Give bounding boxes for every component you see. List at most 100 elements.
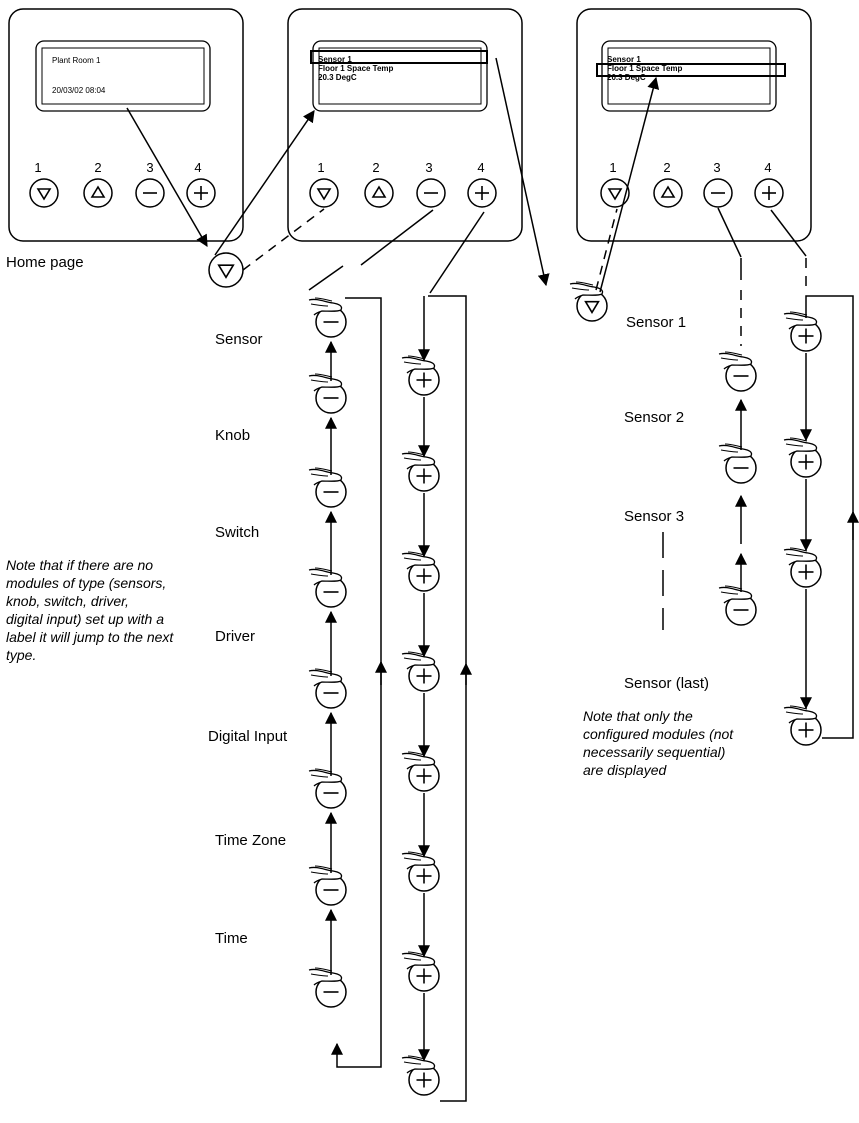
finger-press-icon xyxy=(401,1055,436,1074)
finger-crease xyxy=(314,297,333,302)
finger-press-icon xyxy=(569,281,604,300)
plus-icon xyxy=(416,868,432,884)
triangle-up-icon xyxy=(90,185,106,198)
panel1-plus-button xyxy=(186,178,216,208)
panel2-highlight-line1 xyxy=(310,50,488,64)
menu-label-time-zone: Time Zone xyxy=(215,832,287,849)
plus-press-6 xyxy=(401,851,440,892)
finger-outline xyxy=(783,312,818,330)
menu-label-time: Time xyxy=(215,930,248,947)
finger-crease xyxy=(310,379,329,383)
panel3-minus-button xyxy=(703,178,733,208)
button-ring xyxy=(600,178,630,208)
minus-press-5 xyxy=(308,668,347,709)
triangle-up-icon xyxy=(660,185,676,198)
note-left-line: type. xyxy=(6,647,37,663)
plus-button xyxy=(408,460,440,492)
plus-press-8 xyxy=(401,1055,440,1096)
minus-loop-return xyxy=(331,297,382,1068)
button-ring xyxy=(83,178,113,208)
link-panel3-minus xyxy=(717,207,742,258)
triangle-down-icon xyxy=(36,188,52,201)
plus-icon xyxy=(416,568,432,584)
finger-outline xyxy=(569,282,604,300)
finger-crease xyxy=(310,871,329,875)
plus-press-2 xyxy=(401,451,440,492)
plus-icon xyxy=(798,328,814,344)
panel2-minus-button xyxy=(416,178,446,208)
dashed-link-panel3-button1 xyxy=(595,208,618,291)
plus-icon xyxy=(798,722,814,738)
panel2-button-3-number: 3 xyxy=(425,160,433,175)
finger-crease xyxy=(575,281,594,286)
sensor-down-press xyxy=(569,281,608,322)
finger-crease xyxy=(403,457,422,461)
finger-crease xyxy=(785,443,804,447)
panel3-up-button xyxy=(653,178,683,208)
panel1-up-button xyxy=(83,178,113,208)
panel3-button-2-number: 2 xyxy=(663,160,671,175)
finger-press-icon xyxy=(308,567,343,586)
finger-crease xyxy=(571,287,590,291)
panel1-minus-button xyxy=(135,178,165,208)
finger-crease xyxy=(310,473,329,477)
plus-icon xyxy=(798,454,814,470)
finger-outline xyxy=(308,468,343,486)
triangle-down-icon xyxy=(316,188,332,201)
panel3-down-button xyxy=(600,178,630,208)
finger-press-icon xyxy=(783,311,818,330)
finger-outline xyxy=(308,374,343,392)
sensor-minus-press-1 xyxy=(718,351,757,392)
sensor-label-1: Sensor 1 xyxy=(626,314,687,331)
finger-outline xyxy=(308,298,343,316)
finger-press-icon xyxy=(308,297,343,316)
arrow-panel2-to-sensor-menu xyxy=(495,57,550,287)
finger-crease xyxy=(724,351,743,356)
plus-icon xyxy=(416,668,432,684)
menu-label-switch: Switch xyxy=(215,524,260,541)
finger-outline xyxy=(718,586,753,604)
triangle-down-icon xyxy=(584,300,600,314)
panel1-lcd-line2: 20/03/02 08:04 xyxy=(52,86,106,95)
arrow-panel1-to-down xyxy=(126,107,208,248)
plus-press-1 xyxy=(401,355,440,396)
finger-crease xyxy=(403,1061,422,1065)
plus-press-5 xyxy=(401,751,440,792)
finger-outline xyxy=(783,438,818,456)
arrow-down-to-panel2 xyxy=(214,110,315,256)
finger-outline xyxy=(718,444,753,462)
finger-crease xyxy=(403,657,422,661)
panel1-button-2-number: 2 xyxy=(94,160,102,175)
note-left: Note that if there are no modules of typ… xyxy=(6,556,173,664)
triangle-down-icon xyxy=(607,188,623,201)
button-ring xyxy=(653,178,683,208)
panel2-up-button xyxy=(364,178,394,208)
note-left-line: modules of type (sensors, xyxy=(6,575,167,591)
panel1-lcd-screen xyxy=(41,47,205,105)
sensor-plus-press-4 xyxy=(783,705,822,746)
finger-press-icon xyxy=(783,705,818,724)
menu-label-digital-input: Digital Input xyxy=(208,728,288,745)
panel3-lcd-line1: Sensor 1 xyxy=(607,55,641,64)
link-minus-start xyxy=(308,265,344,291)
note-right-line: Note that only the xyxy=(583,708,693,724)
plus-icon xyxy=(416,1072,432,1088)
minus-button xyxy=(315,874,347,906)
finger-press-icon xyxy=(308,467,343,486)
finger-crease xyxy=(310,303,329,307)
panel3-highlight-line2 xyxy=(596,63,786,77)
finger-crease xyxy=(403,757,422,761)
triangle-down-icon xyxy=(217,264,235,279)
panel1-lcd-line1: Plant Room 1 xyxy=(52,56,101,65)
minus-press-6 xyxy=(308,768,347,809)
panel3-lcd-line3: 20.3 DegC xyxy=(607,73,646,82)
panel3-button-1-number: 1 xyxy=(609,160,617,175)
finger-crease xyxy=(720,591,739,595)
menu-label-sensor: Sensor xyxy=(215,331,263,348)
plus-icon xyxy=(798,564,814,580)
plus-icon xyxy=(762,186,776,200)
finger-press-icon xyxy=(718,585,753,604)
minus-press-4 xyxy=(308,567,347,608)
sensor-label-last: Sensor (last) xyxy=(624,675,710,692)
